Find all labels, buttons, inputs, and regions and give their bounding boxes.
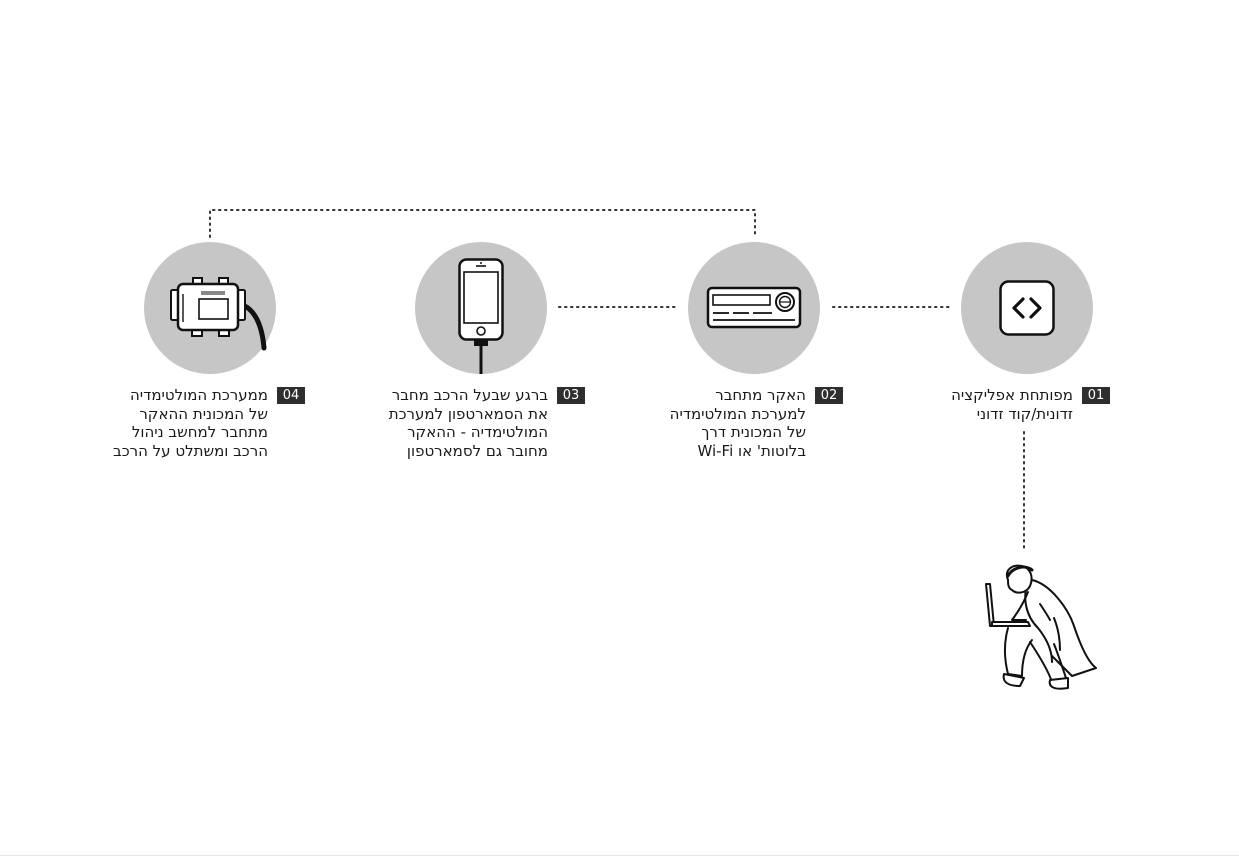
- step-04: 04 ממערכת המולטימדיה של המכונית ההאקר מת…: [65, 386, 305, 476]
- step-line: המולטימדיה - ההאקר: [407, 423, 548, 441]
- step-line: מתחבר למחשב ניהול: [131, 423, 268, 441]
- step-line: מפותחת אפליקציה: [951, 386, 1073, 404]
- step-number-badge: 03: [557, 387, 585, 404]
- smartphone-icon: [458, 258, 504, 374]
- step-line: את הסמארטפון למערכת: [388, 404, 548, 423]
- car-radio-icon: [706, 286, 802, 329]
- step-02-circle: [688, 242, 820, 374]
- step-description: מפותחת אפליקציה זדונית/קוד זדוני: [951, 386, 1073, 423]
- step-line: בלוטות' או Wi-Fi: [697, 441, 806, 460]
- step-number-badge: 04: [277, 387, 305, 404]
- step-01-circle: [961, 242, 1093, 374]
- step-description: האקר מתחבר למערכת המולטימדיה של המכונית …: [670, 386, 806, 460]
- step-line: מחובר גם לסמארטפון: [406, 441, 548, 460]
- code-icon: [999, 280, 1055, 336]
- step-line: ממערכת המולטימדיה: [129, 386, 268, 404]
- step-number-badge: 02: [815, 387, 843, 404]
- step-line: זדונית/קוד זדוני: [976, 404, 1073, 423]
- step-01: 01 מפותחת אפליקציה זדונית/קוד זדוני: [870, 386, 1110, 476]
- step-description: ממערכת המולטימדיה של המכונית ההאקר מתחבר…: [113, 386, 268, 460]
- step-line: של המכונית דרך: [701, 423, 806, 441]
- ecu-module-icon: [170, 277, 267, 351]
- hacker-with-laptop-icon: [985, 564, 1097, 690]
- step-02: 02 האקר מתחבר למערכת המולטימדיה של המכונ…: [603, 386, 843, 476]
- step-03: 03 ברגע שבעל הרכב מחבר את הסמארטפון למער…: [345, 386, 585, 476]
- connector-bracket-top: [209, 209, 756, 238]
- step-03-circle: [415, 242, 547, 374]
- step-description: ברגע שבעל הרכב מחבר את הסמארטפון למערכת …: [389, 386, 548, 460]
- step-04-circle: [144, 242, 276, 374]
- step-line: למערכת המולטימדיה: [669, 404, 806, 423]
- step-number-badge: 01: [1082, 387, 1110, 404]
- step-line: הרכב ומשתלט על הרכב: [113, 441, 268, 460]
- step-line: האקר מתחבר: [715, 386, 806, 404]
- step-line: ברגע שבעל הרכב מחבר: [391, 386, 548, 404]
- step-line: של המכונית ההאקר: [139, 404, 268, 423]
